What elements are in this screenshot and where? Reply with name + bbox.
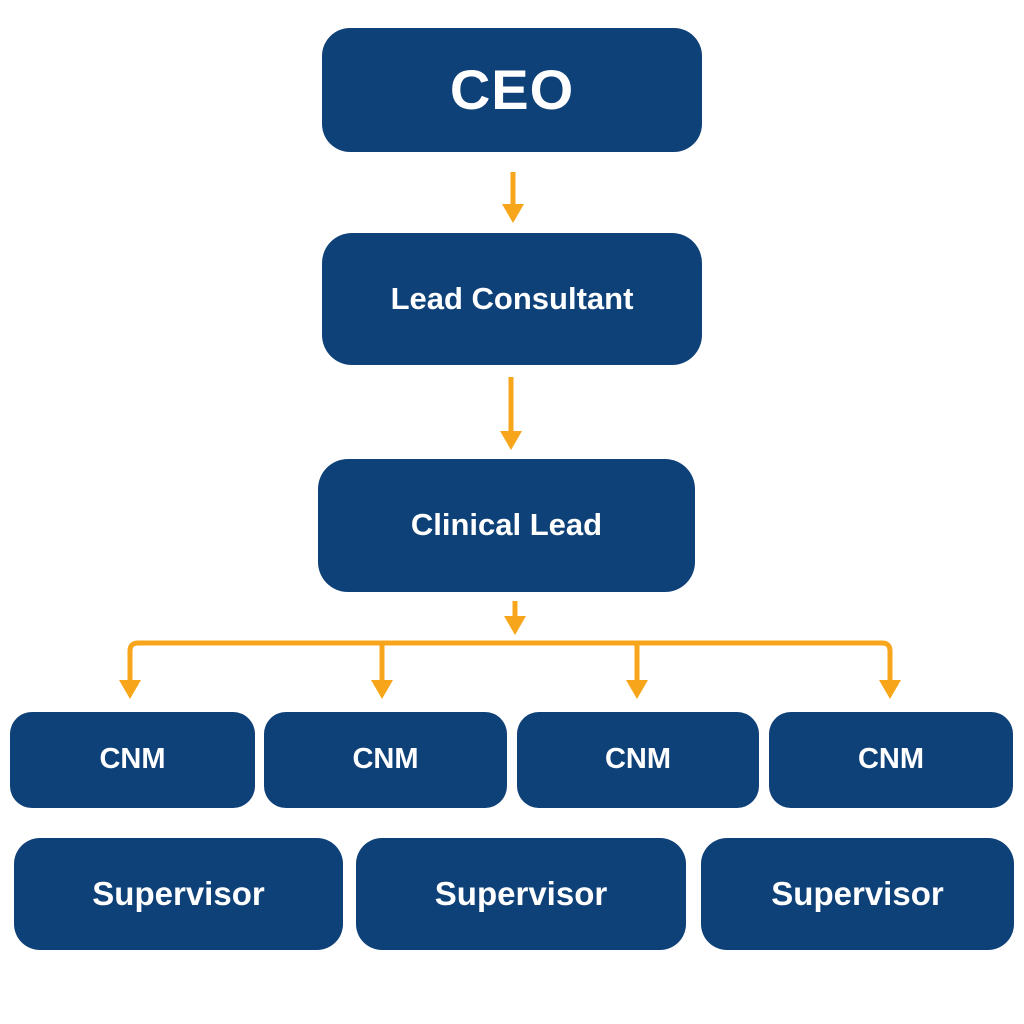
org-node-label: Supervisor [92,874,265,912]
org-node-label: CNM [99,743,166,776]
arrow-ceo-to-lead-consultant [502,172,524,223]
branch-connector-to-cnm-row [119,640,901,699]
org-node-label: Supervisor [771,874,944,912]
org-node-cnm-4: CNM [769,712,1013,808]
org-node-label: CNM [857,743,925,776]
org-node-supervisor-3: Supervisor [701,838,1014,950]
org-node-label: CNM [352,743,419,776]
org-node-clinical-lead: Clinical Lead [318,459,695,592]
org-node-supervisor-2: Supervisor [356,838,686,950]
org-node-supervisor-1: Supervisor [14,838,343,950]
org-node-cnm-3: CNM [517,712,759,808]
arrow-down-icon [504,616,526,635]
arrow-clinical-lead-to-branch [504,601,526,635]
arrow-lead-consultant-to-clinical-lead [500,377,522,450]
arrow-down-icon [119,680,141,699]
arrow-down-icon [502,204,524,223]
org-node-lead-consultant: Lead Consultant [322,233,702,365]
arrow-down-icon [879,680,901,699]
org-node-ceo: CEO [322,28,702,152]
org-node-label: CEO [449,58,575,122]
org-node-label: Clinical Lead [410,507,603,543]
branch-connector-rail [127,640,893,682]
org-node-label: Supervisor [434,874,608,912]
org-node-cnm-2: CNM [264,712,507,808]
arrow-down-icon [500,431,522,450]
arrow-down-icon [371,680,393,699]
org-node-label: CNM [604,743,672,776]
org-node-cnm-1: CNM [10,712,255,808]
arrow-down-icon [626,680,648,699]
org-node-label: Lead Consultant [390,280,634,316]
